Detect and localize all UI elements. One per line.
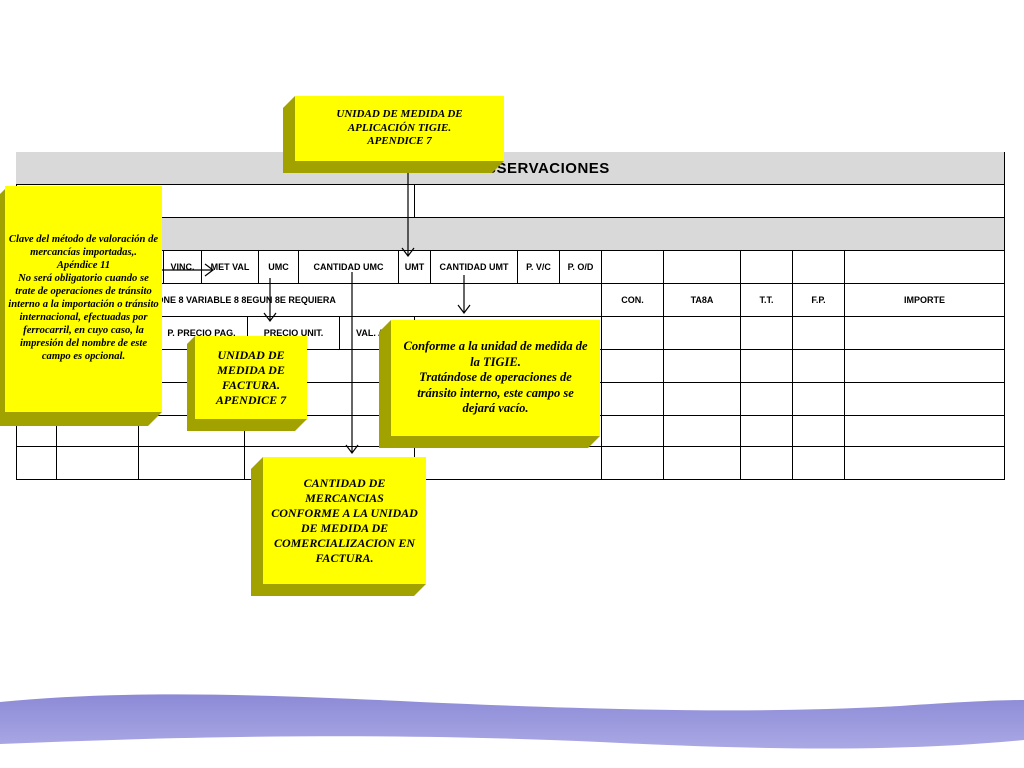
table-cell <box>793 317 845 350</box>
header-tasa: TA8A <box>664 284 741 317</box>
table-cell <box>741 251 793 284</box>
table-cell <box>602 416 664 447</box>
footer-wave <box>0 694 1024 749</box>
table-cell <box>16 447 57 480</box>
wave-band <box>0 694 1024 749</box>
table-cell <box>16 416 57 447</box>
header-umt: UMT <box>399 251 431 284</box>
table-cell <box>793 447 845 480</box>
table-cell <box>664 447 741 480</box>
table-cell <box>664 251 741 284</box>
table-cell <box>57 416 139 447</box>
table-cell <box>57 447 139 480</box>
header-vinc: VINC. <box>164 251 202 284</box>
header-p-od: P. O/D <box>560 251 602 284</box>
table-cell <box>845 416 1005 447</box>
table-cell <box>845 350 1005 383</box>
table-cell <box>602 317 664 350</box>
callout-umc-text: UNIDAD DE MEDIDA DE FACTURA. APENDICE 7 <box>195 336 307 419</box>
table-cell <box>793 350 845 383</box>
table-cell <box>664 383 741 416</box>
header-importe: IMPORTE <box>845 284 1005 317</box>
callout-umt: UNIDAD DE MEDIDA DE APLICACIÓN TIGIE. AP… <box>283 96 504 173</box>
callout-umt-text: UNIDAD DE MEDIDA DE APLICACIÓN TIGIE. AP… <box>295 96 504 161</box>
table-cell <box>741 416 793 447</box>
table-cell <box>741 317 793 350</box>
table-cell <box>415 185 1005 218</box>
table-cell <box>793 416 845 447</box>
callout-met-val-text: Clave del método de valoración de mercan… <box>5 186 162 412</box>
table-cell <box>741 350 793 383</box>
table-cell <box>139 447 245 480</box>
table-cell <box>845 447 1005 480</box>
table-cell <box>664 317 741 350</box>
header-umc: UMC <box>259 251 299 284</box>
callout-cantidad-umc: CANTIDAD DE MERCANCIAS CONFORME A LA UNI… <box>251 457 426 596</box>
table-cell <box>602 447 664 480</box>
table-cell <box>139 416 245 447</box>
callout-met-val: Clave del método de valoración de mercan… <box>0 186 162 426</box>
table-cell <box>664 350 741 383</box>
table-cell <box>415 447 602 480</box>
callout-cantidad-umt-text: Conforme a la unidad de medida de la TIG… <box>391 320 600 436</box>
callout-umc: UNIDAD DE MEDIDA DE FACTURA. APENDICE 7 <box>187 336 307 431</box>
table-cell <box>602 251 664 284</box>
table-cell <box>664 416 741 447</box>
table-cell <box>793 383 845 416</box>
header-p-vc: P. V/C <box>518 251 560 284</box>
table-cell <box>741 447 793 480</box>
gray-header-bar <box>16 218 1005 251</box>
header-cantidad-umt: CANTIDAD UMT <box>431 251 518 284</box>
table-cell <box>602 383 664 416</box>
table-cell <box>741 383 793 416</box>
header-con: CON. <box>602 284 664 317</box>
table-cell <box>845 317 1005 350</box>
header-cantidad-umc: CANTIDAD UMC <box>299 251 399 284</box>
header-met-val: MET VAL <box>202 251 259 284</box>
callout-cantidad-umc-text: CANTIDAD DE MERCANCIAS CONFORME A LA UNI… <box>263 457 426 584</box>
callout-cantidad-umt: Conforme a la unidad de medida de la TIG… <box>379 320 600 448</box>
header-tt: T.T. <box>741 284 793 317</box>
table-cell <box>845 251 1005 284</box>
variable-fields-note: OLONE 8 VARIABLE 8 8EGUN 8E REQUIERA <box>16 284 602 317</box>
table-cell <box>602 350 664 383</box>
table-cell <box>845 383 1005 416</box>
pedimento-form-table: OBSERVACIONES VINC. MET VAL UMC CANTIDAD… <box>16 152 1005 480</box>
table-cell <box>16 185 415 218</box>
table-cell <box>793 251 845 284</box>
header-fp: F.P. <box>793 284 845 317</box>
observations-header: OBSERVACIONES <box>16 152 1005 185</box>
